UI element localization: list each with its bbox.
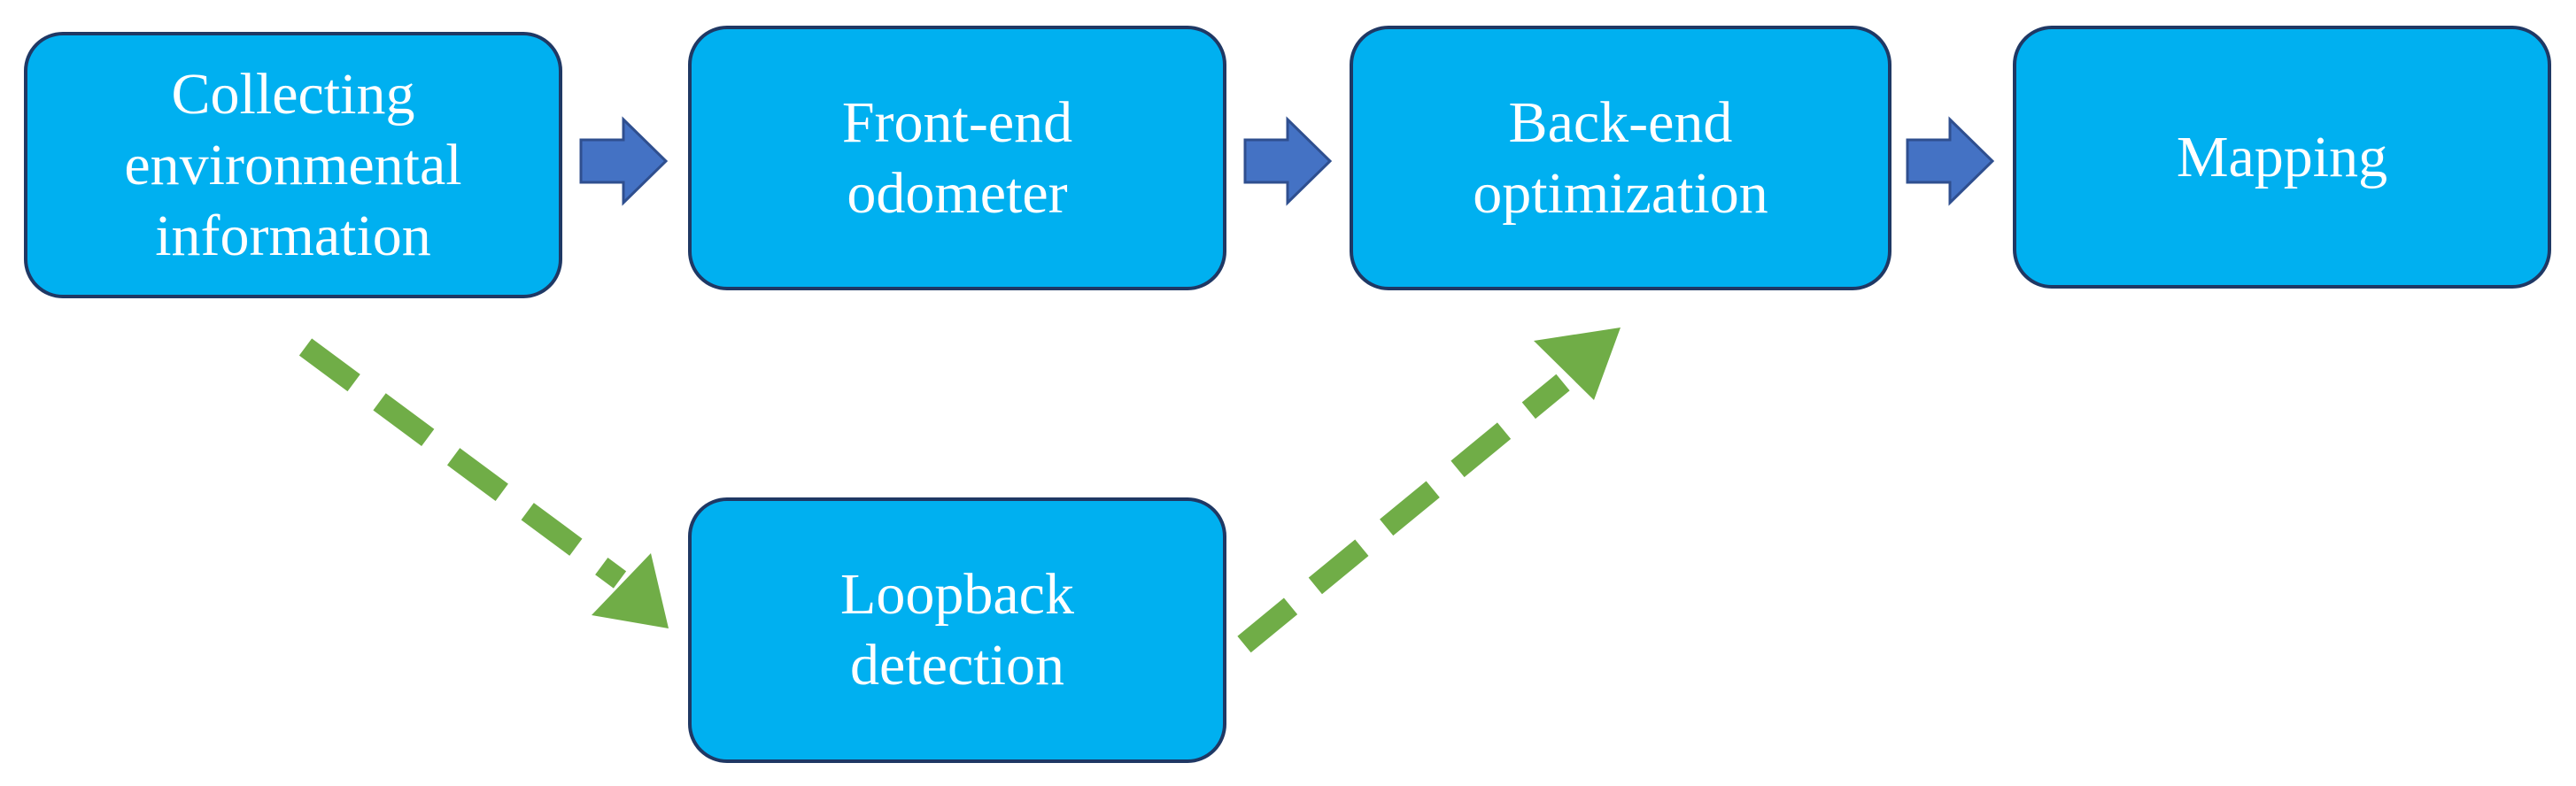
node-label-line: information bbox=[155, 203, 431, 268]
node-label-line: Back-end bbox=[1508, 89, 1733, 155]
flow-arrow-icon bbox=[1906, 116, 1995, 206]
node-label: Mapping bbox=[2177, 122, 2387, 193]
dashed-connector-line bbox=[1237, 374, 1570, 653]
node-label: Loopback detection bbox=[840, 559, 1074, 701]
flow-arrow-icon bbox=[1243, 116, 1333, 206]
node-label-line: Loopback bbox=[840, 562, 1074, 627]
arrowhead-icon bbox=[592, 553, 669, 628]
node-label-line: odometer bbox=[847, 160, 1068, 226]
node-label: Back-end optimization bbox=[1473, 88, 1768, 229]
node-label-line: optimization bbox=[1473, 160, 1768, 226]
node-label-line: Collecting bbox=[171, 61, 415, 127]
node-label-line: Front-end bbox=[841, 89, 1073, 155]
node-label-line: environmental bbox=[124, 132, 462, 197]
node-collecting-environmental-information: Collecting environmental information bbox=[24, 32, 562, 298]
node-label-line: Mapping bbox=[2176, 124, 2388, 189]
node-back-end-optimization: Back-end optimization bbox=[1350, 26, 1891, 290]
node-front-end-odometer: Front-end odometer bbox=[688, 26, 1226, 290]
node-label: Front-end odometer bbox=[842, 88, 1072, 229]
node-label-line: detection bbox=[850, 633, 1064, 697]
node-loopback-detection: Loopback detection bbox=[688, 497, 1226, 763]
arrowhead-icon bbox=[1534, 328, 1621, 400]
flow-arrow-icon bbox=[579, 116, 669, 206]
node-mapping: Mapping bbox=[2013, 26, 2551, 289]
dashed-connector-line bbox=[298, 338, 627, 589]
node-label: Collecting environmental information bbox=[124, 59, 461, 272]
